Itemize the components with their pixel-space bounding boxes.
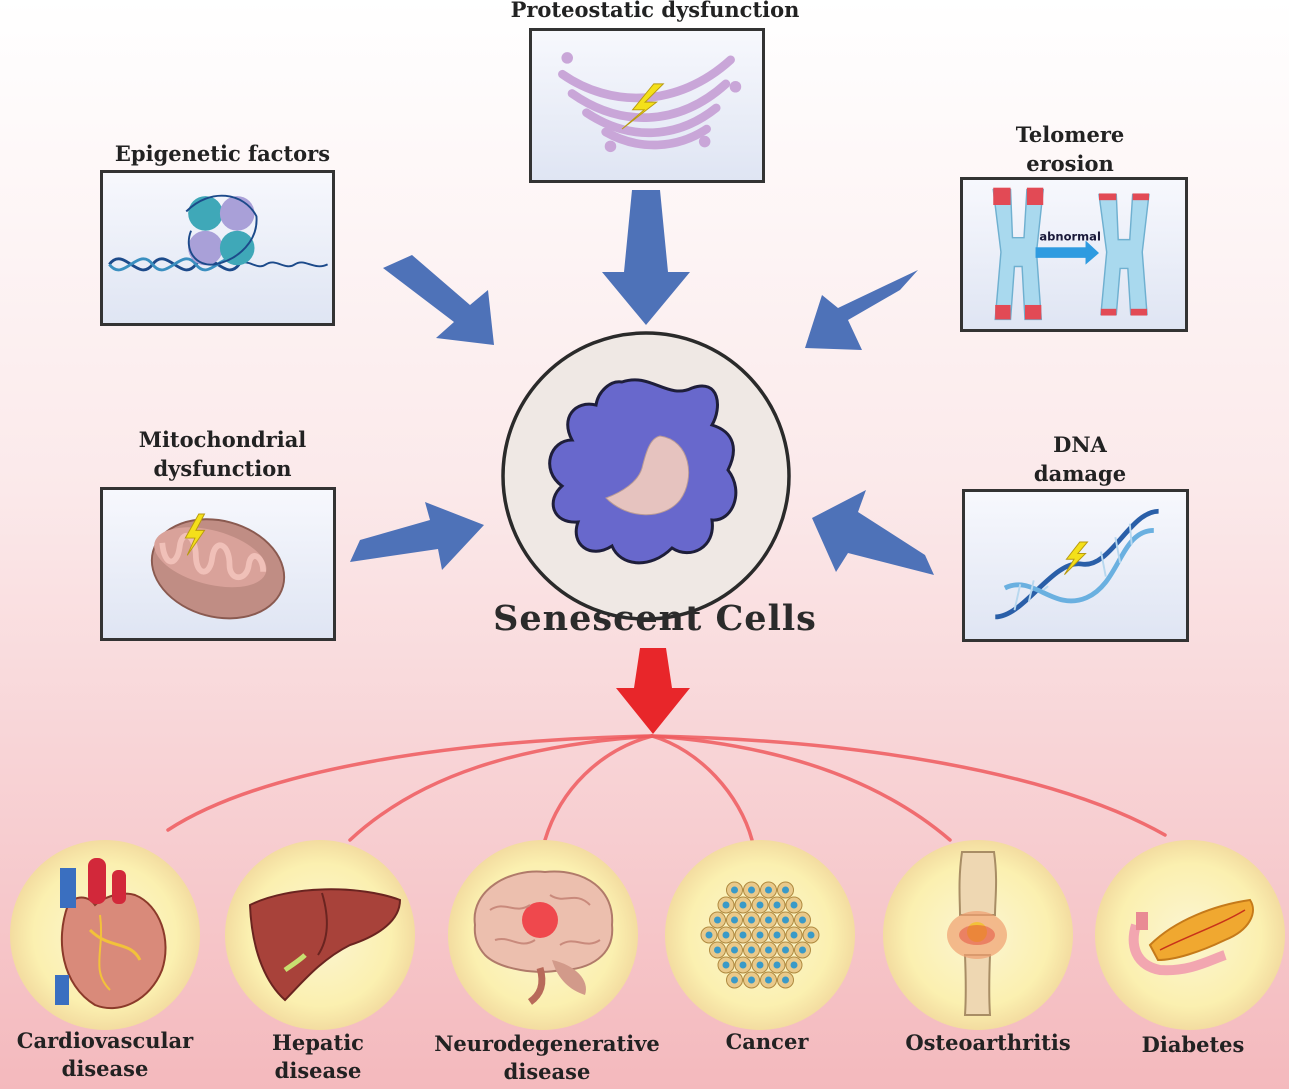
dna-line1: DNA [1053, 432, 1107, 457]
mitochondrial-line2: dysfunction [153, 456, 292, 481]
tumor-cell-nucleus [799, 946, 806, 954]
tumor-cell-nucleus [705, 931, 713, 939]
disease-suffix: disease [61, 1056, 149, 1081]
tumor-cell-nucleus [773, 901, 781, 909]
mitochondrial-line1: Mitochondrial [138, 427, 307, 452]
panel-dna [962, 489, 1189, 642]
tumor-cell-nucleus [790, 931, 798, 939]
tumor-cell-nucleus [748, 916, 755, 924]
arrow-from-telomere [805, 270, 918, 350]
tumor-cell-nucleus [807, 931, 815, 939]
tumor-cell-nucleus [799, 916, 806, 924]
disease-name: Cancer [725, 1029, 809, 1054]
tumor-cell-nucleus [773, 931, 781, 939]
tumor-cell-nucleus [765, 946, 772, 954]
label-proteostatic: Proteostatic dysfunction [470, 0, 840, 24]
brain-icon [473, 870, 614, 1005]
dna-helix-icon [994, 508, 1159, 620]
disease-circle-cardiovascular [10, 840, 200, 1030]
tumor-cell-nucleus [731, 886, 738, 894]
tumor-cell-nucleus [748, 976, 755, 984]
red-arrow-down [616, 648, 690, 734]
tumor-cell-nucleus [739, 961, 747, 969]
arrow-from-proteostatic [602, 190, 690, 325]
tumor-cell-nucleus [765, 976, 772, 984]
tumor-cell-nucleus [756, 961, 764, 969]
tumor-cell-nucleus [731, 976, 738, 984]
tumor-cell-nucleus [790, 901, 798, 909]
tumor-cell-nucleus [714, 916, 721, 924]
nucleus [605, 435, 690, 516]
panel-proteostatic [529, 28, 765, 183]
disease-circle-hepatic [225, 840, 415, 1030]
disease-name: Cardiovascular [16, 1028, 194, 1053]
tumor-cell-nucleus [782, 886, 789, 894]
senescent-cell-diagram [501, 331, 791, 621]
tumor-cell-nucleus [739, 931, 747, 939]
tumor-cell-nucleus [790, 961, 798, 969]
tumor-cell-nucleus [782, 946, 789, 954]
panel-epigenetic [100, 170, 335, 326]
disease-name: Hepatic [272, 1030, 364, 1055]
disease-label-hepatic: Hepatic disease [203, 1029, 433, 1085]
panel-mitochondrial [100, 487, 336, 641]
disease-suffix: disease [274, 1058, 362, 1083]
tumor-cell-nucleus [756, 901, 764, 909]
tumor-cell-nucleus [773, 961, 781, 969]
center-title: Senescent Cells [493, 598, 817, 639]
tumor-cells-icon [700, 881, 820, 989]
chromosome-icon: abnormal [992, 187, 1150, 321]
telomere-line2: erosion [1026, 151, 1114, 176]
tumor-cell-nucleus [765, 916, 772, 924]
tumor-cell-nucleus [782, 976, 789, 984]
dna-line2: damage [1033, 461, 1127, 486]
tumor-cell-nucleus [748, 886, 755, 894]
disease-label-neurodegenerative: Neurodegenerative disease [417, 1030, 677, 1086]
disease-label-cancer: Cancer [652, 1028, 882, 1056]
disease-name: Neurodegenerative [434, 1031, 660, 1056]
disease-label-cardiovascular: Cardiovascular disease [0, 1027, 220, 1083]
disease-circle-neurodegenerative [448, 840, 638, 1030]
label-dna: DNA damage [990, 430, 1170, 488]
label-epigenetic: Epigenetic factors [100, 139, 345, 168]
disease-branch-lines [166, 734, 1167, 842]
liver-icon [248, 888, 402, 1002]
disease-name: Osteoarthritis [905, 1030, 1071, 1055]
tumor-cell-nucleus [748, 946, 755, 954]
tumor-cell-nucleus [731, 916, 738, 924]
disease-suffix: disease [503, 1059, 591, 1084]
disease-name: Diabetes [1141, 1032, 1245, 1057]
knee-joint-icon [947, 851, 1007, 1016]
abnormal-arrow-label: abnormal [1039, 230, 1101, 244]
tumor-cell-nucleus [722, 961, 730, 969]
disease-circle-diabetes [1095, 840, 1285, 1030]
tumor-cell-nucleus [722, 931, 730, 939]
label-telomere: Telomere erosion [970, 120, 1170, 178]
panel-telomere: abnormal [960, 177, 1188, 332]
tumor-cell-nucleus [782, 916, 789, 924]
tumor-cell-nucleus [722, 901, 730, 909]
tumor-cell-nucleus [714, 946, 721, 954]
pancreas-icon [1128, 898, 1254, 976]
tumor-cell-nucleus [765, 886, 772, 894]
label-mitochondrial: Mitochondrial dysfunction [110, 425, 335, 483]
arrow-from-epigenetic [383, 255, 494, 345]
mitochondrion-icon [150, 513, 286, 620]
proteostatic-title: Proteostatic dysfunction [510, 0, 800, 22]
arrow-from-dna [812, 490, 934, 575]
chromatin-icon [108, 194, 329, 272]
tumor-cell-nucleus [739, 901, 747, 909]
disease-circle-cancer [665, 840, 855, 1030]
disease-label-diabetes: Diabetes [1078, 1031, 1289, 1059]
tumor-cell-nucleus [731, 946, 738, 954]
epigenetic-title: Epigenetic factors [114, 141, 331, 166]
arrow-from-mitochondrial [350, 502, 484, 570]
disease-label-osteoarthritis: Osteoarthritis [873, 1029, 1103, 1057]
heart-icon [55, 858, 167, 1010]
telomere-line1: Telomere [1015, 122, 1125, 147]
disease-circle-osteoarthritis [883, 840, 1073, 1030]
tumor-cell-nucleus [756, 931, 764, 939]
golgi-icon [558, 52, 742, 153]
